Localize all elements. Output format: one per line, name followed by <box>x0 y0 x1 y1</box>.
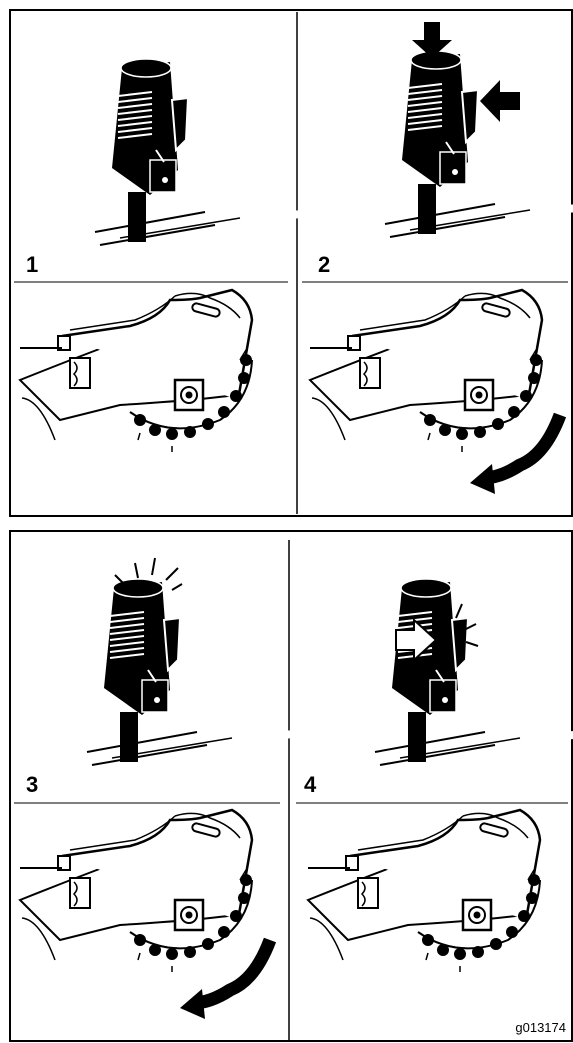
joystick-illustration <box>87 579 292 766</box>
joystick-illustration <box>95 59 300 246</box>
step-3-panel: 3 <box>20 558 292 1019</box>
step-1-label: 1 <box>26 252 38 277</box>
press-side-arrow-icon <box>480 80 520 122</box>
cutting-unit-illustration <box>20 290 252 452</box>
step-4-label: 4 <box>304 772 317 797</box>
step-3-label: 3 <box>26 772 38 797</box>
bottom-panel-frame <box>10 531 572 1041</box>
cutting-unit-illustration <box>310 290 542 452</box>
step-4-panel: 4 g013174 <box>304 579 573 1035</box>
figure-id: g013174 <box>515 1020 566 1035</box>
cutting-unit-illustration <box>20 810 252 972</box>
step-1-panel: 1 <box>20 59 300 452</box>
cutting-unit-illustration <box>308 810 540 972</box>
step-2-label: 2 <box>318 252 330 277</box>
joystick-illustration <box>375 579 573 766</box>
joystick-illustration <box>385 51 573 238</box>
top-panel-frame <box>10 10 572 516</box>
step-2-panel: 2 <box>310 22 573 494</box>
